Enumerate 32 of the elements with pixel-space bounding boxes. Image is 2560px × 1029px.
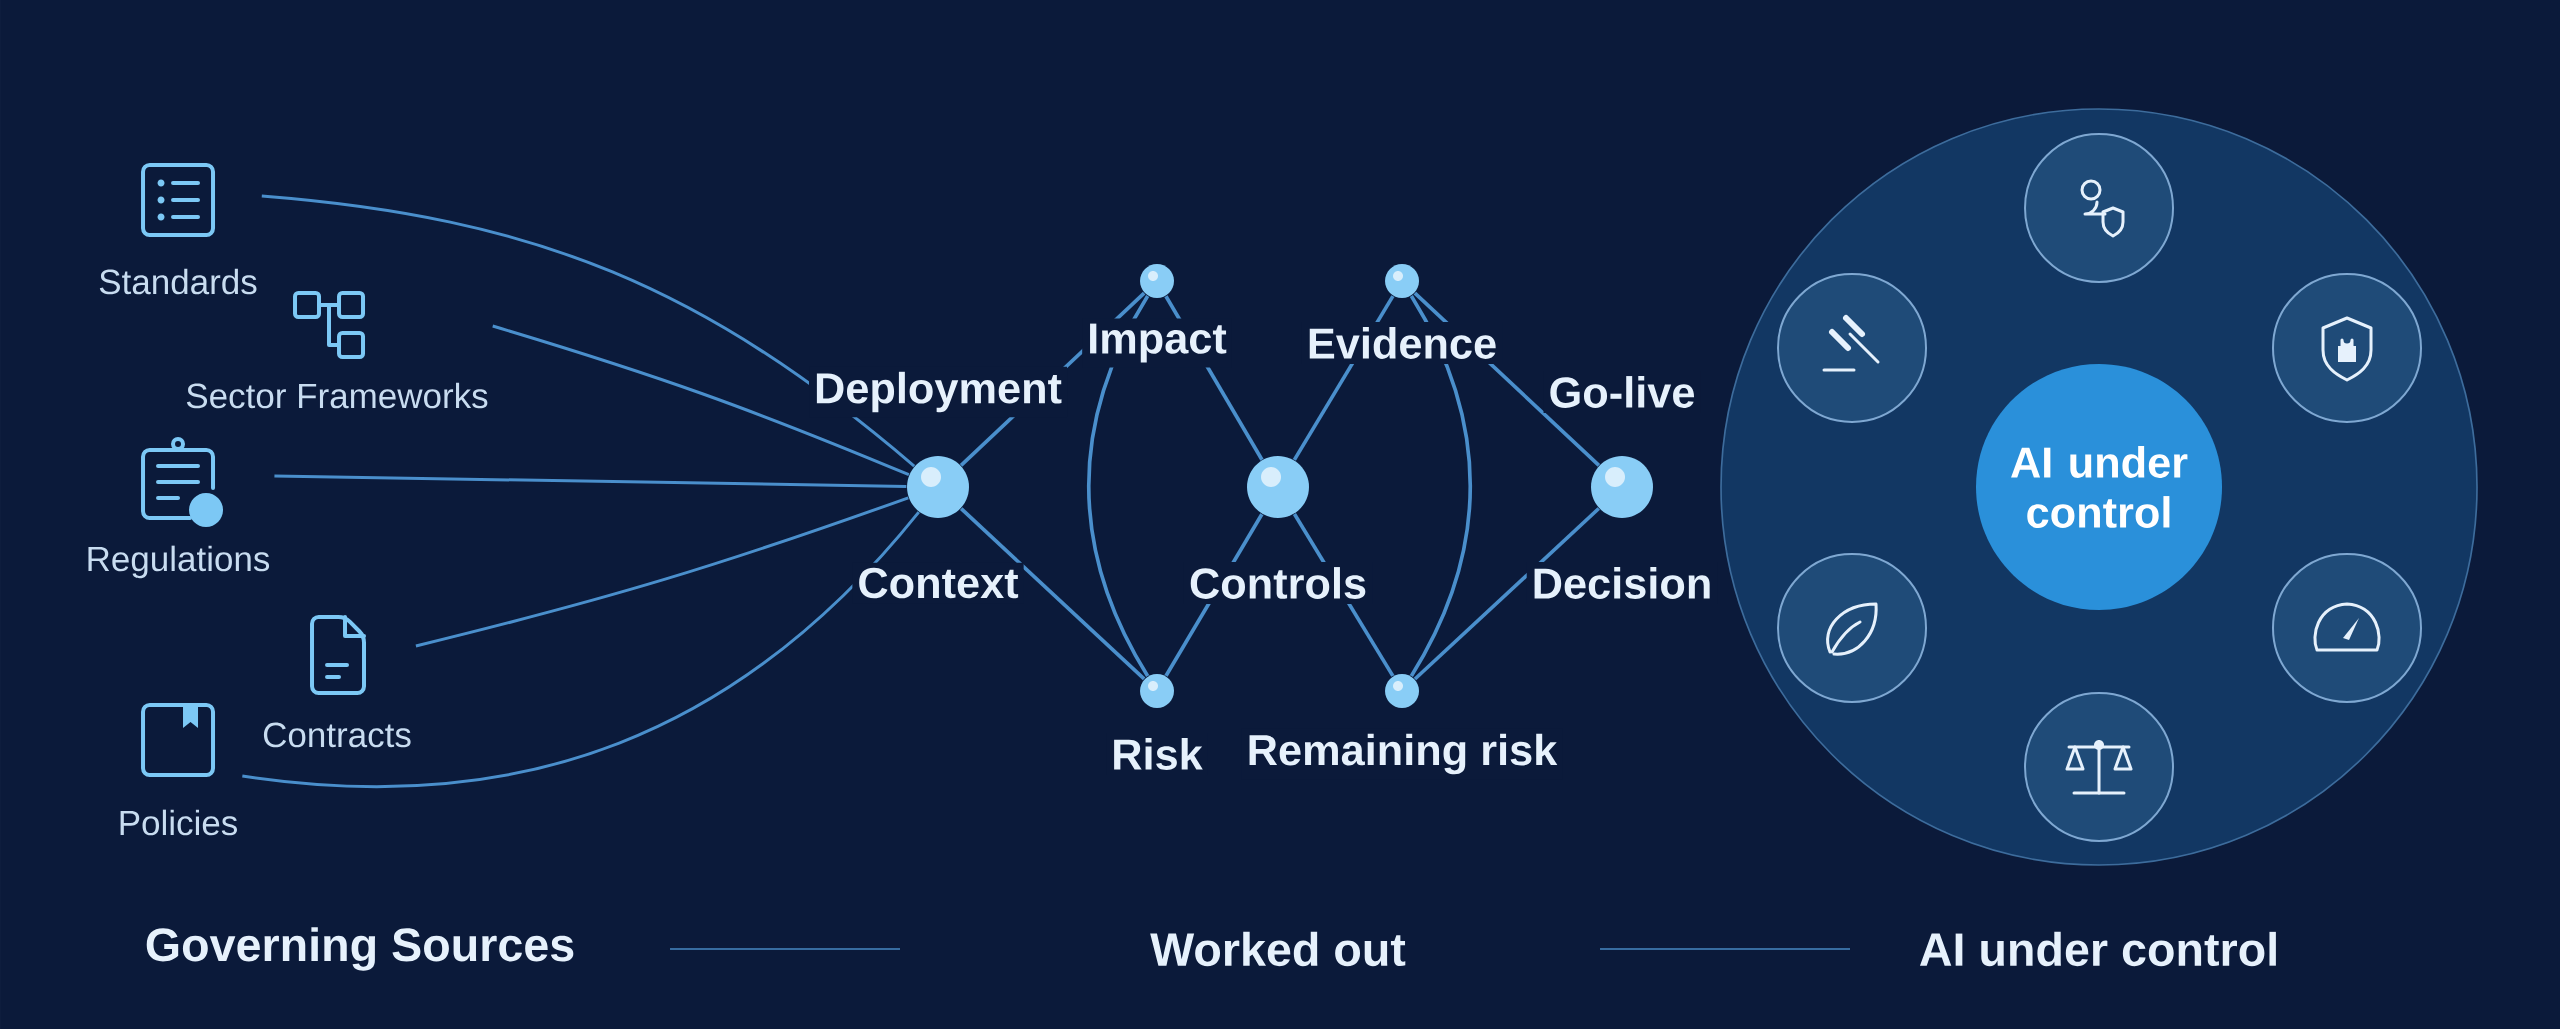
node-label: Impact (1082, 318, 1232, 368)
connector-line (492, 324, 910, 477)
sphere (1591, 456, 1653, 518)
source-label: Contracts (263, 722, 411, 748)
sphere (1247, 456, 1309, 518)
connector-line (415, 496, 909, 648)
node-label: Evidence (1301, 322, 1503, 364)
node-label: Context (852, 562, 1024, 604)
connector-line (959, 507, 1146, 681)
source-label: Sector Frameworks (186, 382, 488, 409)
node-label: Remaining risk (1241, 728, 1563, 780)
sphere (1140, 674, 1174, 708)
connector-line (274, 474, 907, 488)
section-heading: AI under control (1920, 931, 2276, 967)
node-label: Controls (1183, 562, 1373, 604)
node-label: Go-live (1543, 371, 1701, 413)
sphere (907, 456, 969, 518)
node-label: Deployment (809, 366, 1067, 418)
sphere (1140, 264, 1174, 298)
source-label: Policies (120, 809, 237, 836)
connector-line (1409, 295, 1472, 677)
node-label: Risk (1106, 733, 1208, 775)
node-label: Decision (1526, 562, 1718, 604)
source-label: Regulations (88, 545, 270, 579)
sphere (1385, 264, 1419, 298)
section-heading: Governing Sources (146, 927, 574, 971)
sphere (1385, 674, 1419, 708)
connector-line (261, 194, 916, 468)
connector-line (242, 511, 920, 789)
source-label: Standards (99, 268, 257, 295)
section-heading: Worked out (1150, 931, 1406, 967)
connector-line (1413, 507, 1601, 681)
